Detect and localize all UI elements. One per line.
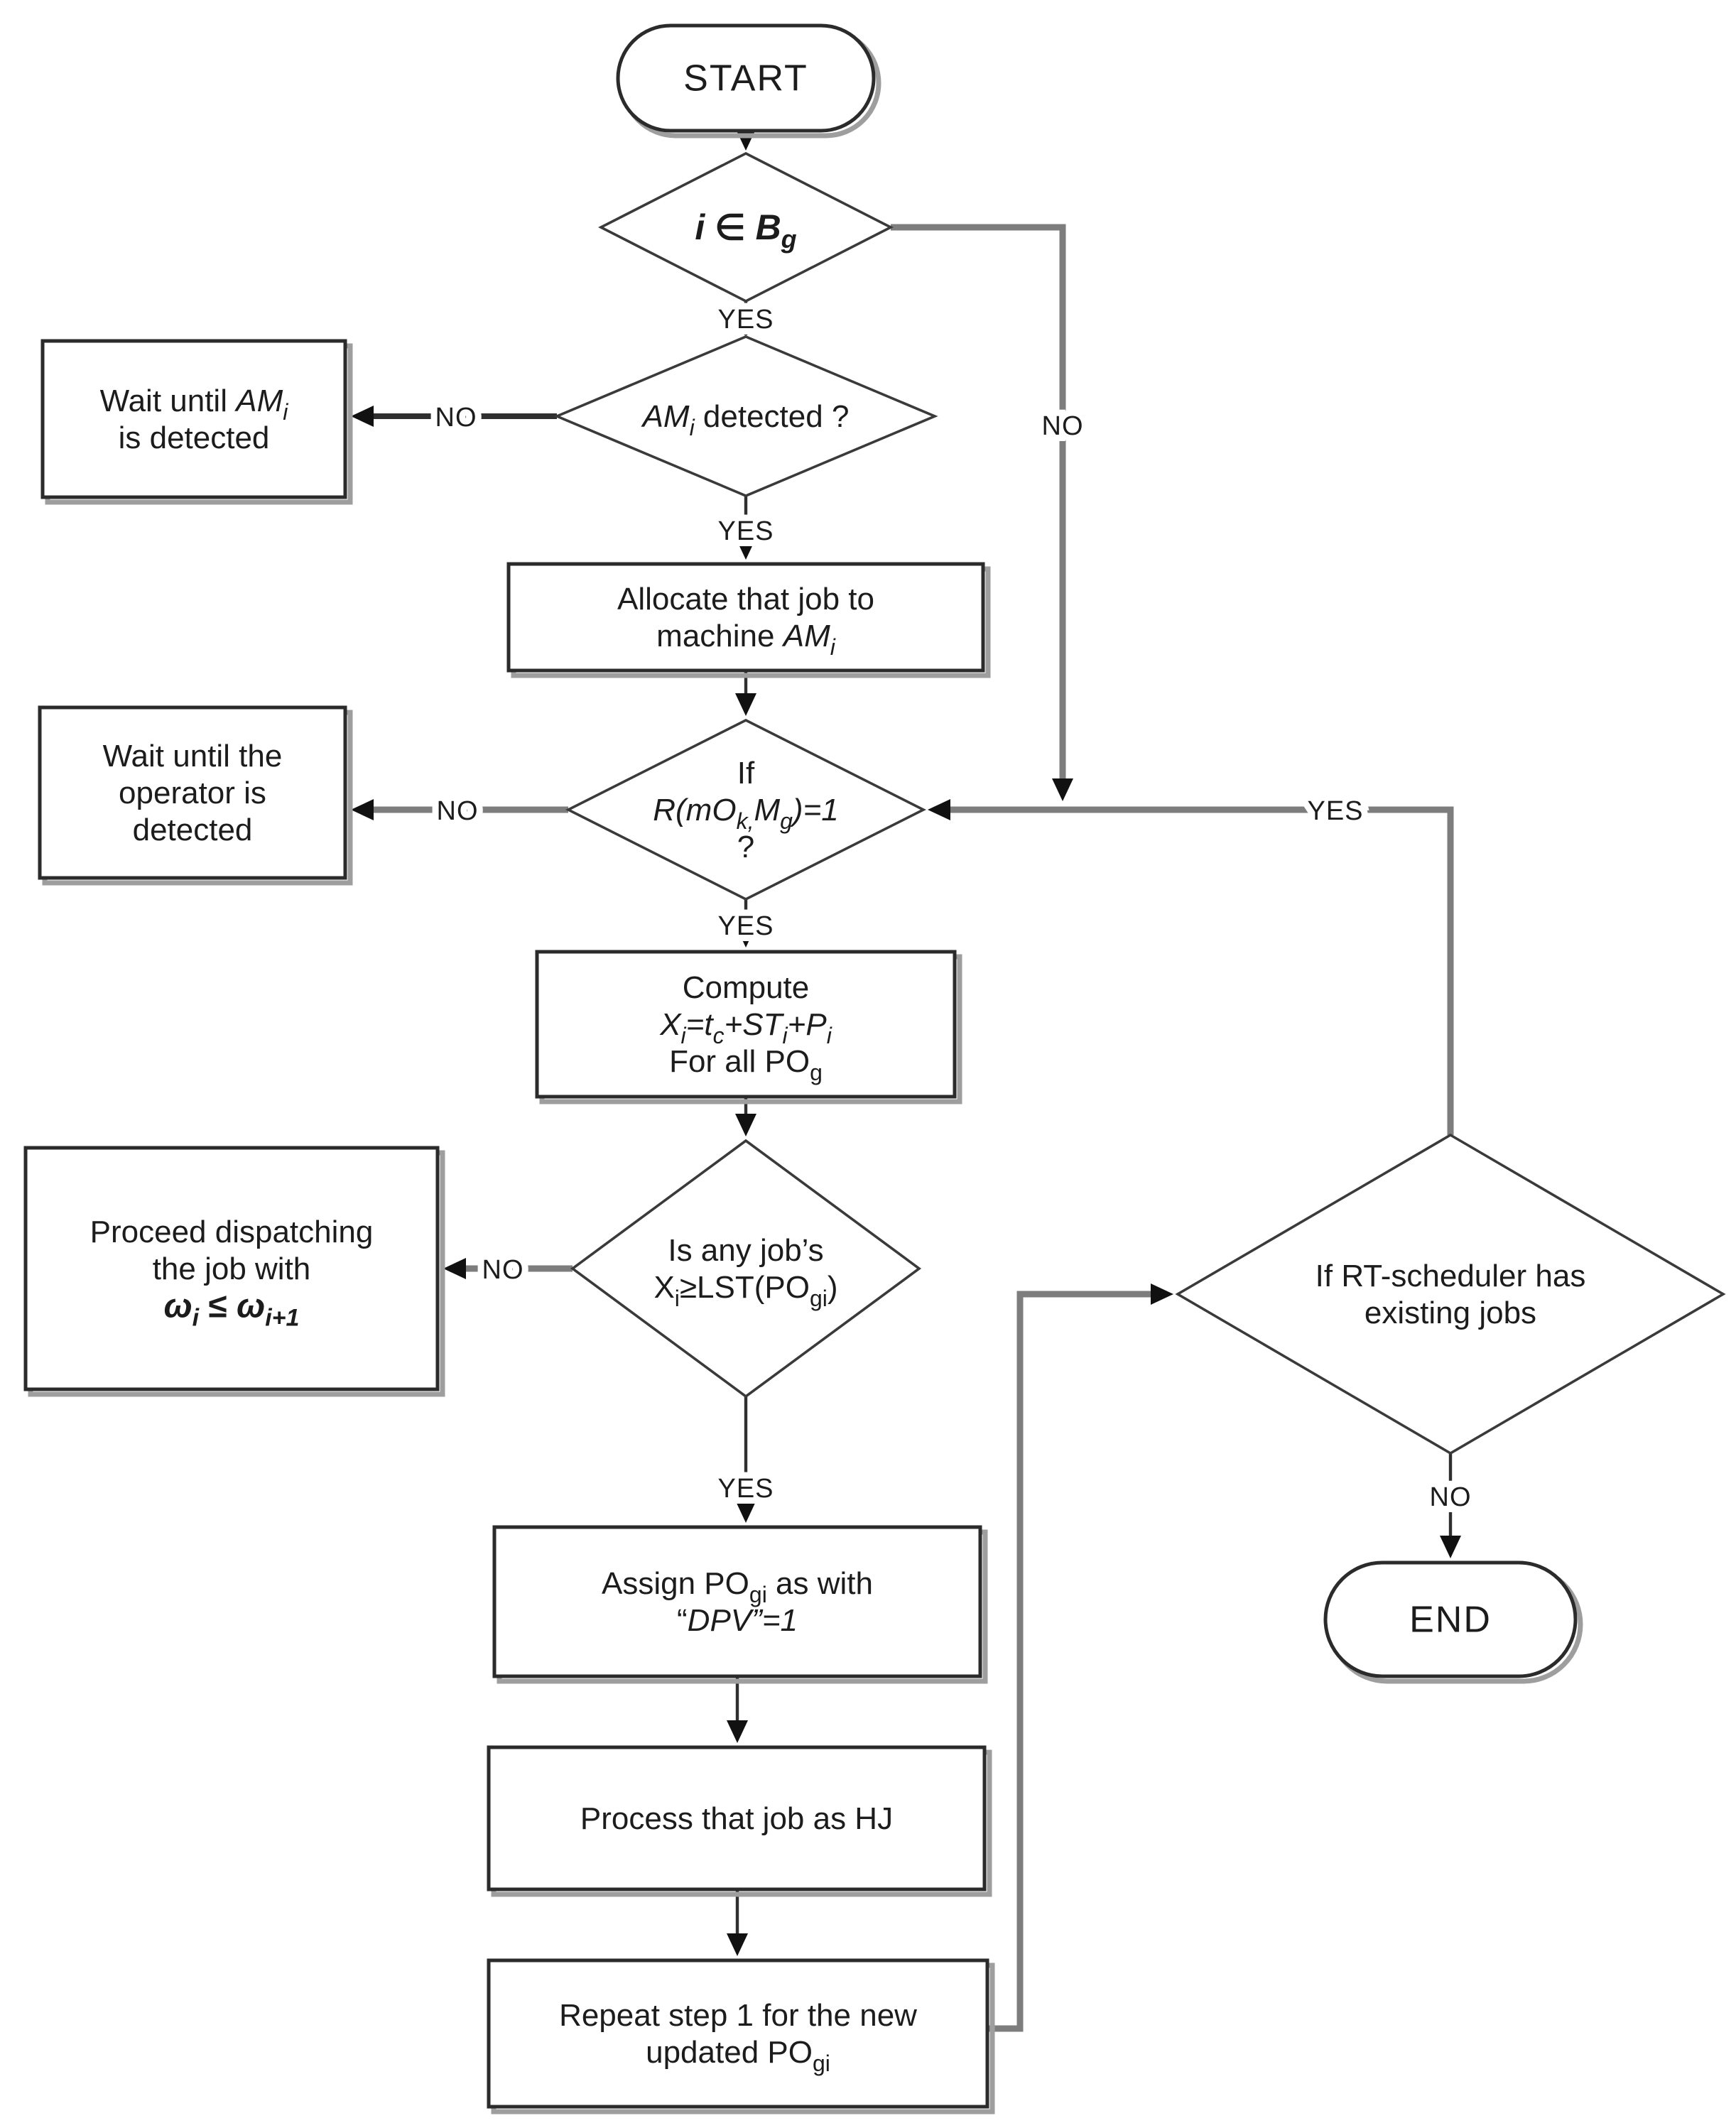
wait_operator-box-shape [38,705,347,880]
edge-label-operator_no: NO [437,796,479,826]
d_am-label-line-0: AMi detected ? [641,399,850,440]
assign-label-line-1: “DPV”=1 [677,1603,798,1638]
node-assign: Assign POgi as with“DPV”=1 [492,1525,988,1684]
end-label-line-0: END [1409,1600,1492,1641]
d_operator-label-line-2: ? [737,830,754,864]
arrowhead-process_to_repeat [727,1933,748,1956]
compute-box-shape [535,950,957,1099]
wait_operator-label-line-0: Wait until the [103,739,283,773]
d_operator-label-line-1: R(mOk,Mg)=1 [653,793,838,834]
edge-label-layer: YES NO YES NO YES NO YES YES NO NO [429,298,1477,1519]
arrowhead-operator_no [351,799,374,820]
wait_am-box-shape [40,339,347,499]
repeat-box-shape [487,1958,989,2109]
edge-label-lst_no: NO [482,1255,524,1285]
d_operator-diamond-shape [565,718,926,901]
compute-label-line-2: For all POg [669,1044,823,1085]
d_rt-label-line-1: existing jobs [1365,1296,1536,1330]
node-start: START [616,23,881,139]
edge-repeat_to_rt [987,1291,1156,2032]
allocate-label-line-1: machine AMi [656,619,836,660]
allocate-box-shape [506,562,985,673]
wait_am-label-line-1: is detected [119,420,270,455]
process_hj-label-line-0: Process that job as HJ [580,1801,893,1836]
arrowhead-lst_no [443,1258,466,1279]
edge-label-rt_no: NO [1430,1482,1472,1512]
wait_operator-label-line-2: detected [133,813,253,847]
d_batch-label-line-0: i ∈ Bg [695,207,796,254]
arrowhead-allocate_to_operator [735,693,756,716]
process_hj-box-shape [487,1745,987,1891]
arrowhead-assign_to_process [727,1720,748,1743]
arrowhead-rt_no [1440,1536,1461,1558]
repeat-label-line-0: Repeat step 1 for the new [559,1998,917,2033]
arrowhead-batch_no [1052,778,1073,801]
arrowhead-compute_to_lst [735,1114,756,1136]
compute-label-line-1: Xi=tc+STi+Pi [659,1007,832,1048]
node-end: END [1323,1560,1583,1684]
wait_operator-label-line-1: operator is [119,776,266,810]
allocate-label-line-0: Allocate that job to [617,582,874,617]
edge-label-am_yes: YES [717,516,774,546]
edge-label-batch_yes: YES [717,305,774,335]
d_lst-label-line-0: Is any job’s [668,1233,823,1268]
start-rounded-shape [616,23,876,133]
d_rt-diamond-shape [1175,1133,1726,1455]
edge-batch_no [891,224,1066,784]
proceed-label-line-1: the job with [153,1252,311,1286]
wait_am-label-line-0: Wait until AMi [100,384,289,425]
arrowhead-am_yes [735,537,756,560]
node-d_batch: i ∈ Bg [598,151,894,303]
proceed-label-line-0: Proceed dispatching [90,1215,374,1249]
arrowhead-rt_yes [928,799,950,820]
arrowhead-operator_yes [735,925,756,948]
edge-label-am_no: NO [435,403,477,433]
d_rt-label-line-0: If RT-scheduler has [1315,1259,1586,1293]
proceed-label-line-2: ωi ≤ ωi+1 [164,1287,300,1331]
edge-label-rt_yes: YES [1307,796,1363,826]
end-rounded-shape [1323,1560,1578,1678]
d_operator-label-line-0: If [737,756,755,791]
arrowhead-am_no [351,406,374,427]
proceed-box-shape [23,1146,440,1391]
assign-box-shape [492,1525,982,1678]
edge-label-lst_yes: YES [717,1474,774,1504]
edge-label-operator_yes: YES [717,911,774,941]
assign-label-line-0: Assign POgi as with [602,1566,873,1607]
node-d_operator: IfR(mOk,Mg)=1? [565,718,926,901]
node-d_am: AMi detected ? [553,335,938,497]
d_lst-diamond-shape [570,1139,922,1399]
edge-layer [351,128,1461,2032]
compute-label-line-0: Compute [683,970,810,1005]
start-label-line-0: START [683,58,808,99]
repeat-label-line-1: updated POgi [646,2035,830,2076]
node-d_lst: Is any job’sXi≥LST(POgi) [570,1139,922,1399]
edge-rt_yes [945,806,1454,1135]
arrowhead-repeat_to_rt [1151,1283,1173,1305]
d_batch-diamond-shape [598,151,894,303]
node-process_hj: Process that job as HJ [487,1745,992,1897]
edge-label-batch_no: NO [1042,411,1084,441]
d_am-diamond-shape [553,335,938,497]
d_lst-label-line-1: Xi≥LST(POgi) [653,1270,837,1311]
arrowhead-lst_yes [735,1500,756,1523]
